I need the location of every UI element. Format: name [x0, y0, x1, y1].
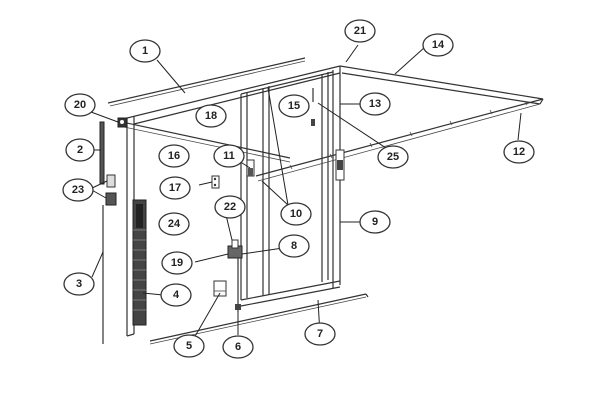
horizontal-tracks [255, 65, 544, 182]
svg-text:25: 25 [387, 151, 399, 163]
svg-text:8: 8 [291, 240, 297, 252]
svg-text:19: 19 [171, 257, 183, 269]
callout-12: 12 [503, 140, 535, 164]
callout-6: 6 [222, 335, 254, 359]
callout-19: 19 [161, 251, 193, 275]
small-hardware [311, 88, 315, 126]
callout-1: 1 [129, 39, 161, 63]
latch [246, 159, 255, 177]
top-header-rail [107, 57, 306, 107]
svg-text:7: 7 [317, 328, 323, 340]
leader-lines [89, 44, 522, 346]
spring [132, 199, 147, 326]
svg-text:12: 12 [513, 146, 525, 158]
svg-text:22: 22 [224, 201, 236, 213]
svg-text:9: 9 [372, 216, 378, 228]
callout-11: 11 [213, 144, 245, 168]
svg-text:2: 2 [77, 144, 83, 156]
svg-text:13: 13 [369, 98, 381, 110]
door-panel [240, 71, 341, 307]
svg-text:6: 6 [235, 341, 241, 353]
svg-text:23: 23 [72, 184, 84, 196]
callout-2: 2 [65, 138, 95, 162]
svg-text:5: 5 [186, 340, 192, 352]
callout-25: 25 [377, 145, 409, 169]
small-rod [99, 121, 105, 185]
callout-14: 14 [422, 33, 454, 57]
callout-22: 22 [214, 195, 246, 219]
callout-15: 15 [278, 94, 310, 118]
svg-text:11: 11 [223, 150, 235, 162]
counterbalance-arm [121, 121, 291, 163]
svg-text:3: 3 [76, 278, 82, 290]
svg-text:14: 14 [432, 39, 445, 51]
callout-16: 16 [158, 144, 190, 168]
pivot-bracket [117, 117, 128, 128]
handle-plate [213, 280, 227, 297]
callout-24: 24 [158, 212, 190, 236]
svg-text:1: 1 [142, 45, 148, 57]
callout-13: 13 [359, 92, 391, 116]
svg-text:20: 20 [74, 99, 86, 111]
callout-8: 8 [278, 234, 310, 258]
svg-text:18: 18 [205, 110, 217, 122]
panel-hinge [211, 175, 220, 189]
svg-text:4: 4 [173, 289, 180, 301]
side-bracket [105, 174, 117, 206]
callout-10: 10 [280, 202, 312, 226]
lock-assembly [227, 239, 243, 259]
right-bracket [335, 149, 345, 181]
callout-9: 9 [359, 210, 391, 234]
callout-4: 4 [160, 283, 192, 307]
callout-23: 23 [62, 178, 94, 202]
callout-18: 18 [195, 104, 227, 128]
callout-20: 20 [64, 93, 96, 117]
svg-text:24: 24 [168, 218, 181, 230]
svg-text:17: 17 [169, 182, 181, 194]
callout-21: 21 [344, 19, 376, 43]
callout-17: 17 [159, 176, 191, 200]
svg-text:15: 15 [288, 100, 300, 112]
svg-text:10: 10 [290, 208, 302, 220]
lock-rod [235, 258, 241, 312]
callout-3: 3 [63, 272, 95, 296]
svg-text:21: 21 [354, 25, 366, 37]
callout-7: 7 [304, 322, 336, 346]
svg-text:16: 16 [168, 150, 180, 162]
callout-5: 5 [173, 334, 205, 358]
